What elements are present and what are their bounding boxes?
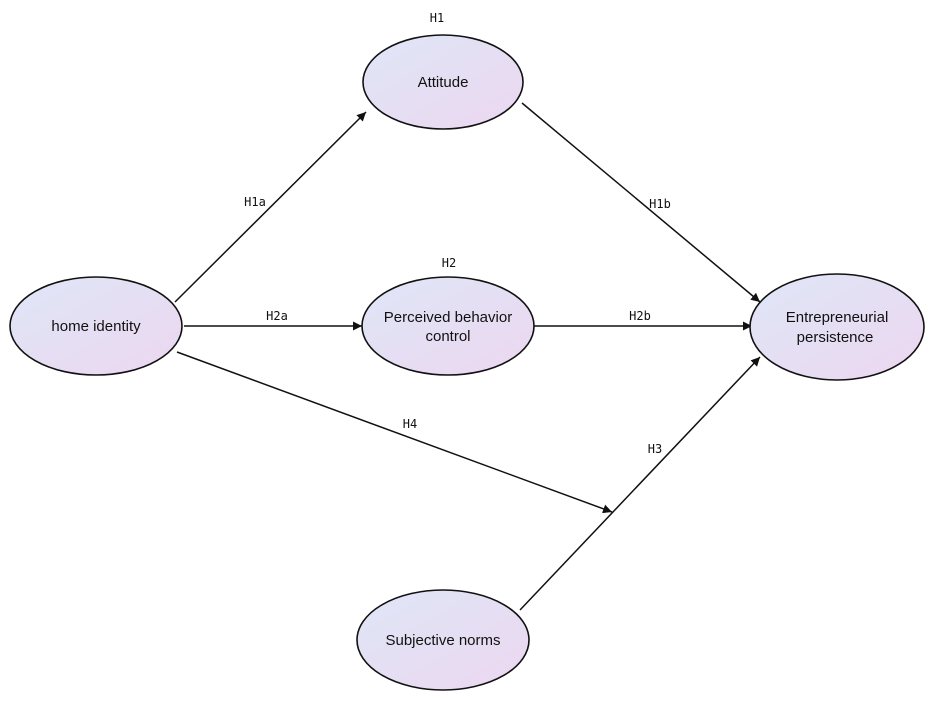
node-subjective-norms-label: Subjective norms (385, 632, 500, 649)
node-subjective-norms (356, 589, 530, 691)
edge-attitude-to-entrepreneurial-persistence (521, 102, 761, 303)
label-h2a: H2a (266, 309, 288, 323)
node-entrepreneurial-persistence-label-line1: Entrepreneurial (786, 309, 889, 326)
label-h2: H2 (442, 256, 456, 270)
edge-home-identity-to-moderation-h4 (176, 351, 613, 514)
node-perceived-behavior-control-label-line1: Perceived behavior (384, 309, 512, 326)
node-entrepreneurial-persistence (749, 273, 925, 381)
label-h2b: H2b (629, 309, 651, 323)
edge-subjective-norms-to-entrepreneurial-persistence (519, 356, 761, 611)
node-perceived-behavior-control-label-line2: control (425, 328, 470, 345)
node-entrepreneurial-persistence-label-line2: persistence (797, 329, 874, 346)
node-perceived-behavior-control (361, 276, 535, 376)
label-h1a: H1a (244, 195, 266, 209)
label-h1: H1 (430, 11, 444, 25)
label-h4: H4 (403, 417, 417, 431)
node-attitude-label: Attitude (418, 74, 469, 91)
edge-home-identity-to-attitude (174, 111, 367, 303)
label-h1b: H1b (649, 197, 671, 211)
node-home-identity (9, 276, 183, 376)
node-home-identity-label: home identity (51, 318, 141, 335)
node-attitude (362, 34, 524, 130)
label-h3: H3 (648, 442, 662, 456)
